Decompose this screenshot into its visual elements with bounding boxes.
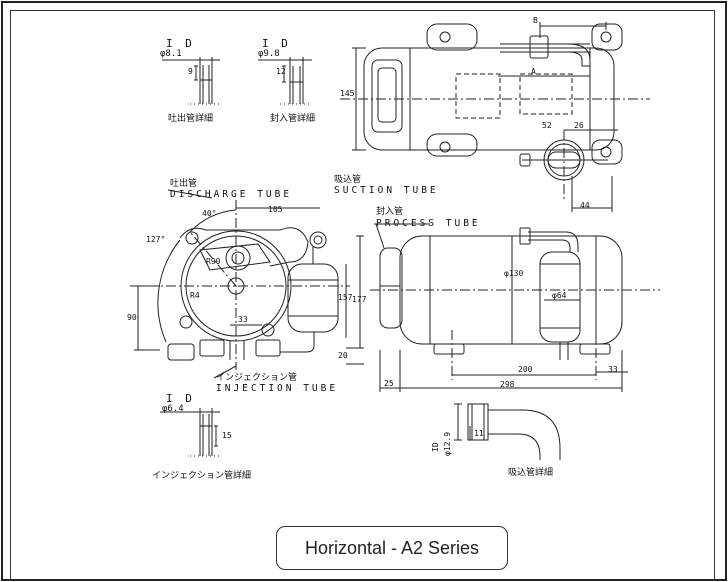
process-detail-title: 封入管詳細 [270,114,316,124]
dim-front-127: 127° [146,235,166,244]
discharge-tube-en-label: DISCHARGE TUBE [170,189,293,200]
discharge-tube-jp-label: 吐出管 [170,179,198,189]
injection-tube-detail-drawing [160,408,222,457]
dim-front-40: 40° [202,209,217,218]
top-view-drawing [340,22,650,212]
injection-tube-en-label: INJECTION TUBE [216,383,339,394]
series-label-box: Horizontal - A2 Series [276,526,508,570]
dim-top-44: 44 [580,201,590,210]
suction-detail-title: 吸込管詳細 [508,468,554,478]
process-detail-diameter: φ9.8 [258,49,280,59]
suction-tube-jp-label: 吸込管 [334,175,362,185]
discharge-detail-dim: 9 [188,67,193,76]
dim-side-200: 200 [518,365,533,374]
dim-top-a: A [531,67,536,76]
dim-front-20: 20 [338,351,348,360]
suction-tube-detail-drawing [454,403,561,460]
dim-side-33: 33 [608,365,618,374]
process-tube-en-label: PROCESS TUBE [376,218,481,229]
dim-front-177: 177 [352,295,367,304]
dim-front-r4: R4 [190,291,200,300]
dim-top-145: 145 [340,89,355,98]
injection-detail-id: I D [166,392,195,405]
dim-side-298: 298 [500,380,515,389]
discharge-detail-id: I D [166,37,195,50]
discharge-detail-diameter: φ8.1 [160,49,182,59]
suction-detail-dim: 11 [474,429,484,438]
dim-front-105: 105 [268,205,283,214]
injection-detail-diameter: φ6.4 [162,404,184,414]
suction-detail-diameter: φ12.9 [443,431,452,456]
dim-side-25: 25 [384,379,394,388]
suction-detail-id: ID [431,442,440,452]
dim-front-33: 33 [238,315,248,324]
dim-top-26: 26 [574,121,584,130]
process-detail-dim: 12 [276,67,286,76]
process-detail-id: I D [262,37,291,50]
process-tube-detail-drawing [258,57,312,105]
dim-front-r90: R90 [206,257,221,266]
series-label: Horizontal - A2 Series [304,537,480,558]
dim-front-90: 90 [127,313,137,322]
injection-tube-jp-label: インジェクション管 [216,373,298,383]
injection-detail-dim: 15 [222,431,232,440]
side-view-drawing [370,223,660,392]
discharge-tube-detail-drawing [162,57,222,105]
dim-top-52: 52 [542,121,552,130]
inner-border [10,10,715,580]
process-tube-jp-label: 封入管 [376,207,404,217]
suction-tube-en-label: SUCTION TUBE [334,185,439,196]
dim-front-157: 157 [338,293,353,302]
discharge-detail-title: 吐出管詳細 [168,114,214,124]
dim-top-b: B [533,16,538,25]
dim-side-64: φ64 [552,291,567,300]
front-view-drawing [130,189,364,379]
dim-side-130: φ130 [504,269,524,278]
injection-detail-title: インジェクション管詳細 [152,471,252,481]
